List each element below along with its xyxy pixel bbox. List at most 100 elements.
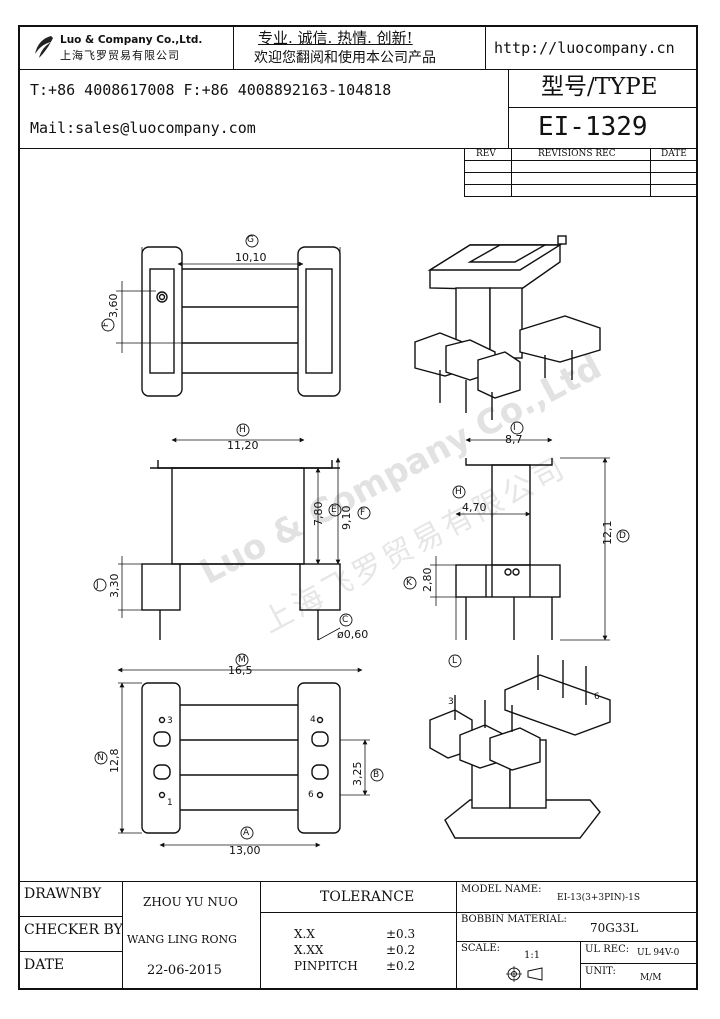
company-name-cn: 上海飞罗贸易有限公司	[60, 49, 180, 62]
tolerance-row-value: ±0.2	[386, 959, 416, 973]
dim-e-value: 7,80	[312, 501, 325, 527]
side-view	[403, 421, 630, 668]
type-label: 型号/TYPE	[541, 74, 658, 100]
revisions-header-line	[464, 160, 698, 161]
type-col-divider	[508, 69, 509, 148]
dim-n-value: 12,8	[108, 748, 121, 774]
title-block-top-line	[18, 881, 698, 882]
unit-label: UNIT:	[585, 966, 616, 977]
drawnby-label: DRAWNBY	[24, 886, 102, 902]
tb-col-line	[260, 881, 261, 990]
tb-row-line	[580, 963, 698, 964]
front-view	[93, 423, 371, 641]
header-col-divider-1	[233, 25, 234, 69]
tb-row-line	[260, 912, 456, 913]
revisions-col-line	[511, 148, 512, 197]
dim-h2-value: 4,70	[462, 501, 487, 514]
dim-l-label: L	[452, 656, 458, 666]
tolerance-label: TOLERANCE	[320, 889, 415, 905]
dim-f-top-label: F	[101, 321, 112, 328]
model-name-label: MODEL NAME:	[461, 884, 542, 895]
dim-d-label: D	[619, 531, 626, 541]
dim-e-label: E	[331, 505, 337, 515]
checker-label: CHECKER BY	[24, 922, 123, 938]
revisions-col-rec: REVISIONS REC	[538, 149, 616, 159]
model-name-value: EI-13(3+3PIN)-1S	[557, 893, 641, 903]
dim-j-value: 3,30	[108, 573, 121, 599]
pin-label-1: 1	[167, 798, 173, 808]
company-slogan: 专业. 诚信. 热情. 创新!	[258, 29, 413, 47]
checker-value: WANG LING RONG	[127, 933, 237, 946]
company-website-link[interactable]: http://luocompany.cn	[494, 39, 675, 57]
scale-value: 1:1	[524, 950, 541, 961]
revisions-col-date: DATE	[661, 149, 687, 159]
revisions-col-rev: REV	[476, 149, 496, 159]
dim-g-label: G	[247, 235, 254, 245]
header-col-divider-2	[485, 25, 486, 69]
bobbin-material-value: 70G33L	[590, 921, 639, 935]
tolerance-row-value: ±0.2	[386, 943, 416, 957]
iso-pin-label-6: 6	[594, 692, 600, 702]
dim-f-top-value: 3,60	[107, 293, 120, 319]
contact-phone: T:+86 4008617008 F:+86 4008892163-104818	[30, 81, 392, 99]
tolerance-row-label: PINPITCH	[294, 959, 358, 973]
tb-row-line	[456, 912, 698, 913]
revisions-row-line	[464, 172, 698, 173]
bottom-view	[94, 653, 384, 848]
pin-label-4: 4	[310, 715, 316, 725]
dim-m-label: M	[238, 655, 246, 665]
dim-d-value: 12,1	[601, 520, 614, 546]
dim-n-label: N	[97, 753, 104, 763]
header-divider	[18, 69, 698, 70]
projection-symbol-icon	[506, 966, 546, 986]
dim-h-value: 11,20	[227, 439, 259, 452]
unit-value: M/M	[640, 973, 662, 983]
dim-k-value: 2,80	[421, 567, 434, 593]
company-name: Luo & Company Co.,Ltd.	[60, 34, 203, 46]
dim-b-value: 3,25	[351, 761, 364, 787]
dim-j-label: J	[96, 580, 99, 590]
dim-h2-label: H	[455, 487, 462, 497]
iso-pin-label-3: 3	[448, 697, 454, 707]
pin-label-6: 6	[308, 790, 314, 800]
date-value: 22-06-2015	[147, 963, 222, 978]
revisions-col-line	[650, 148, 651, 197]
dim-a-value: 13,00	[229, 844, 261, 857]
company-logo	[31, 34, 55, 64]
isometric-view-bottom	[429, 655, 611, 839]
pin-label-3: 3	[167, 716, 173, 726]
tb-row-line	[18, 951, 122, 952]
ul-rec-value: UL 94V-0	[637, 948, 680, 958]
revisions-row-line	[464, 184, 698, 185]
tolerance-row-value: ±0.3	[386, 927, 416, 941]
dim-b-label: B	[373, 770, 380, 780]
dim-i-value: 8,7	[505, 433, 523, 446]
isometric-view-top	[414, 235, 601, 420]
dim-i-label: I	[513, 423, 516, 433]
technical-drawing	[93, 234, 630, 848]
tolerance-row-label: X.X	[294, 927, 315, 941]
contact-email[interactable]: Mail:sales@luocompany.com	[30, 119, 256, 137]
drawnby-value: ZHOU YU NUO	[143, 895, 238, 909]
type-divider	[508, 107, 698, 108]
company-slogan-line2: 欢迎您翻阅和使用本公司产品	[254, 50, 436, 66]
tb-row-line	[456, 941, 698, 942]
dim-c-label: C	[342, 615, 349, 625]
dim-f-label: F	[360, 508, 366, 518]
tb-row-line	[18, 916, 122, 917]
dim-a-label: A	[243, 828, 250, 838]
tb-col-line	[122, 881, 123, 990]
tb-col-line	[456, 881, 457, 990]
dim-k-label: K	[406, 578, 412, 588]
bobbin-material-label: BOBBIN MATERIAL:	[461, 914, 567, 925]
ul-rec-label: UL REC:	[585, 944, 630, 955]
header-bottom-line	[18, 148, 698, 149]
tolerance-row-label: X.XX	[294, 943, 324, 957]
model-number: EI-1329	[538, 112, 648, 142]
dim-f-value: 9,10	[340, 505, 353, 531]
dim-c-value: ø0,60	[337, 628, 369, 641]
drawing-sheet	[18, 25, 698, 990]
top-view	[101, 234, 341, 397]
dim-g-value: 10,10	[235, 251, 267, 264]
date-label: DATE	[24, 957, 65, 973]
